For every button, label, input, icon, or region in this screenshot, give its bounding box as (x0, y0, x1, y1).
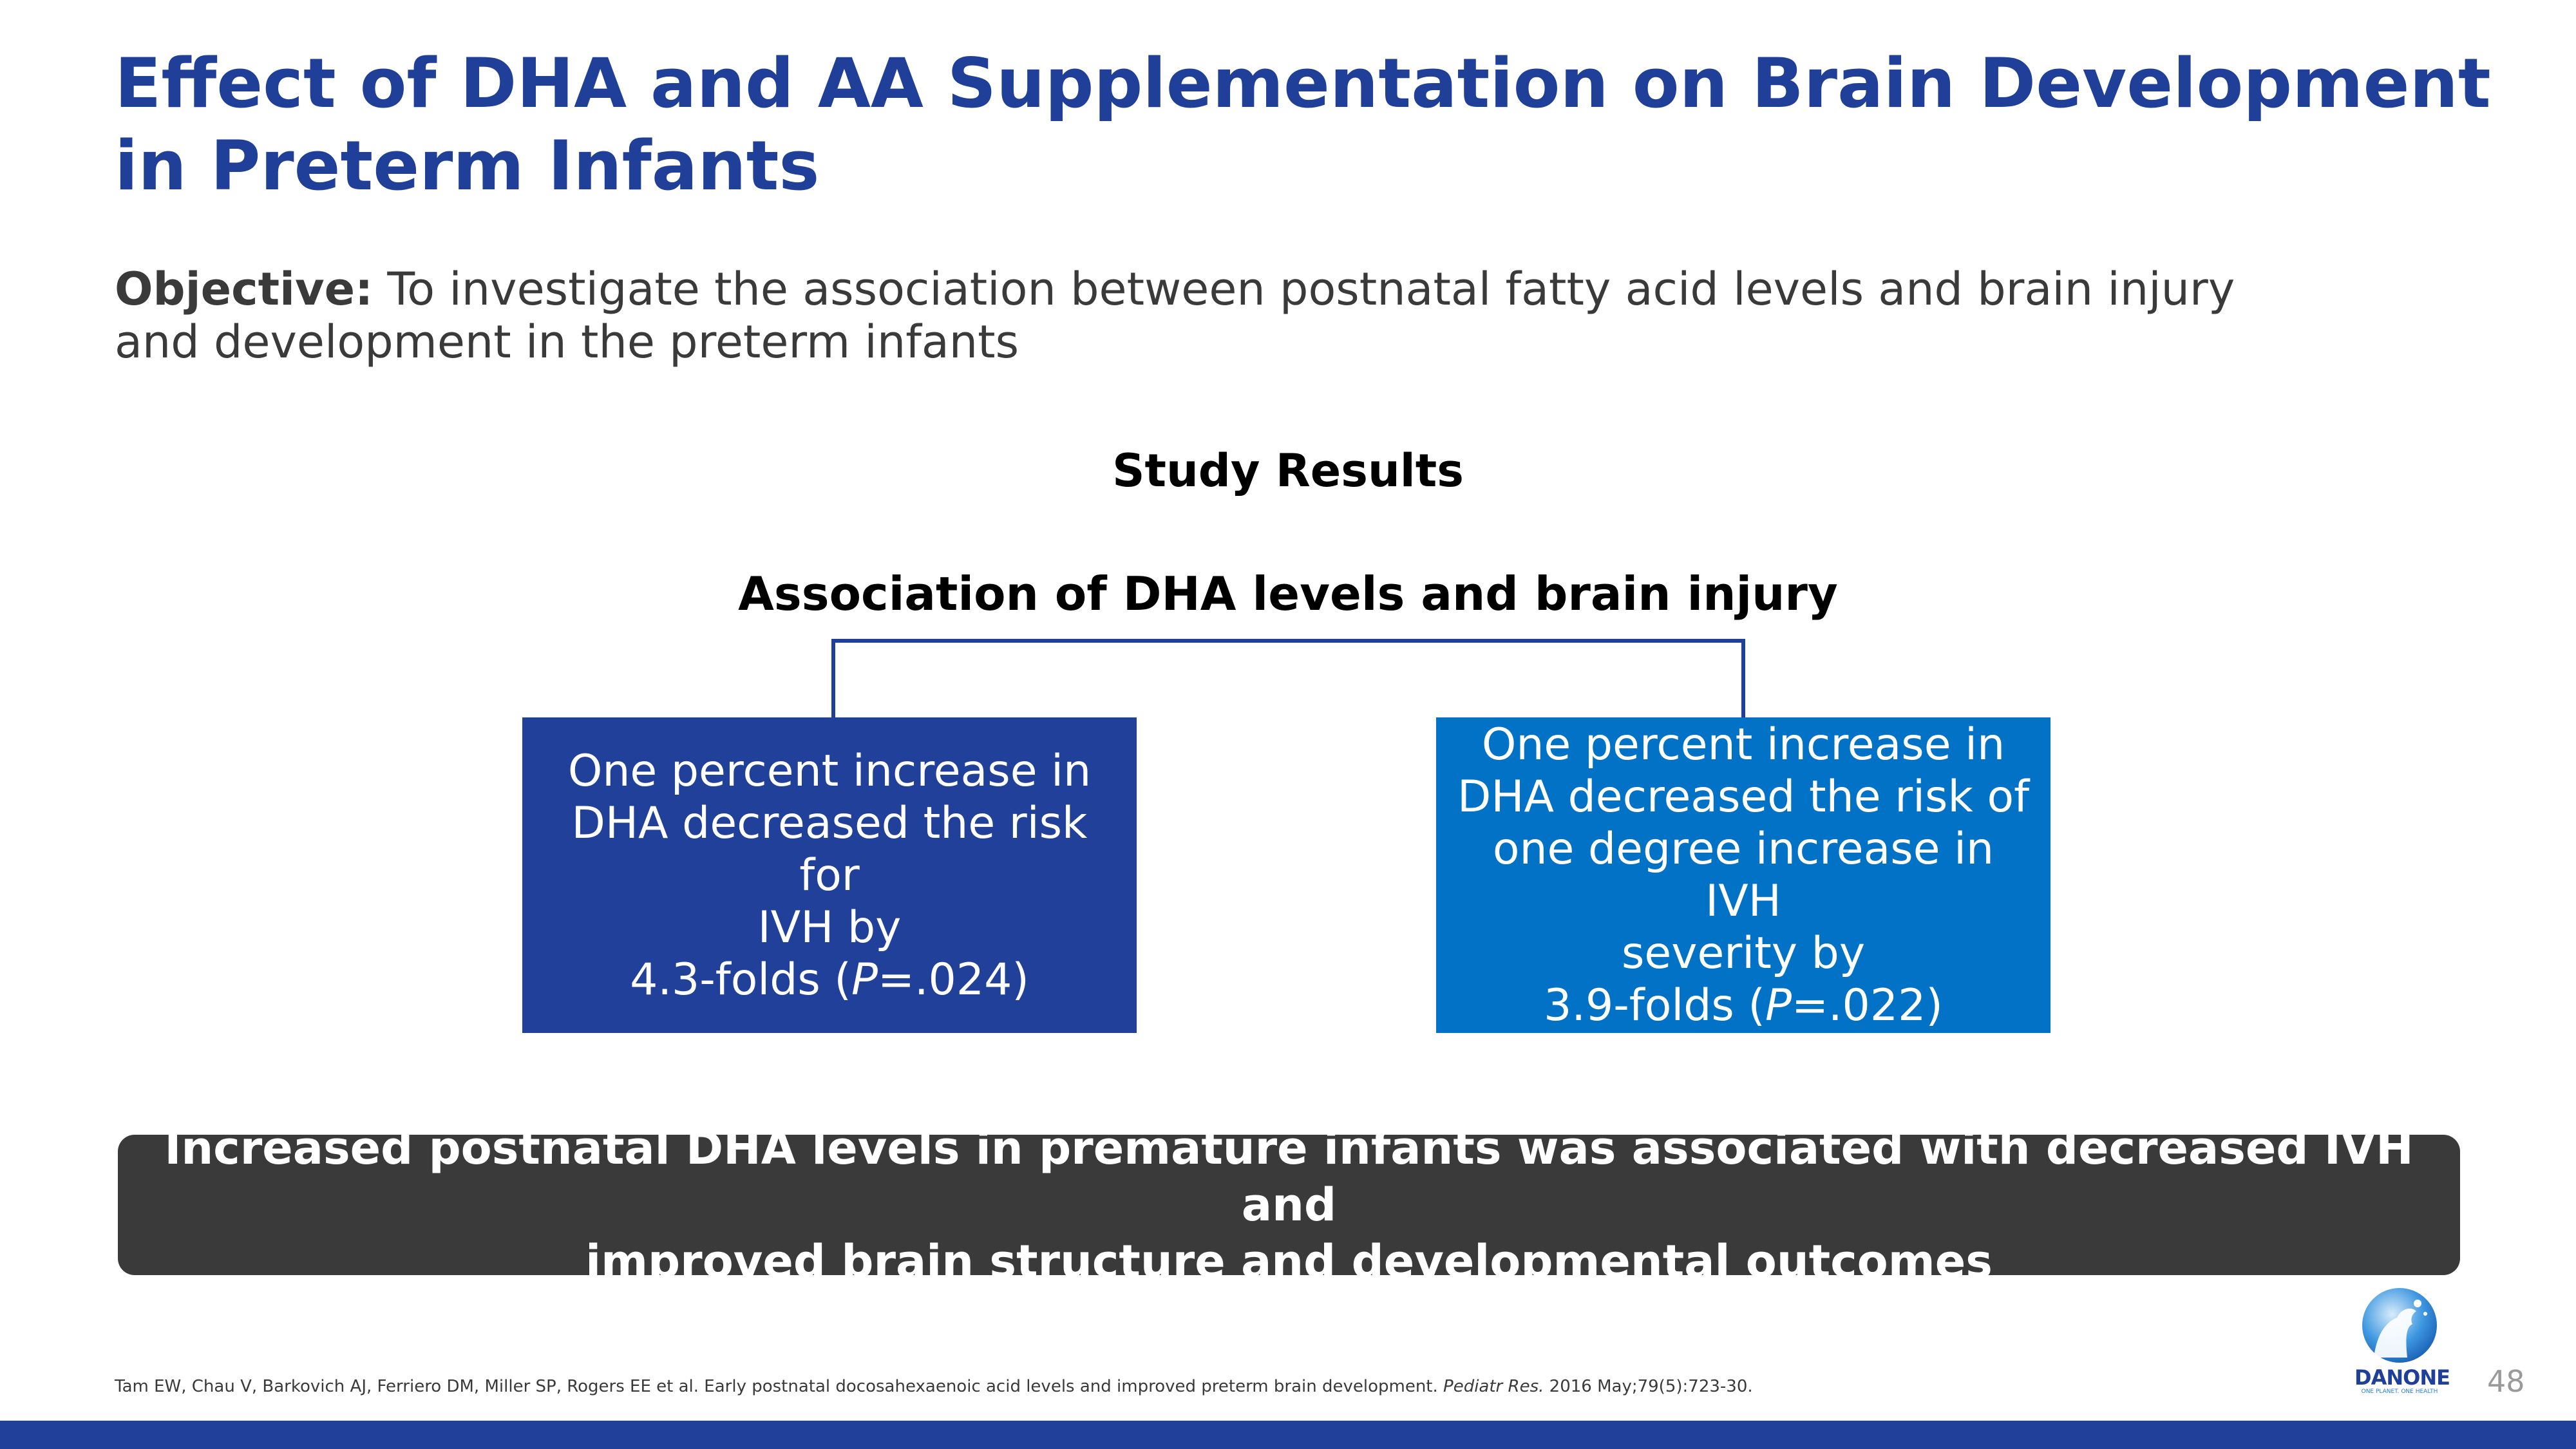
box-right-line-3: one degree increase in IVH (1492, 824, 1994, 927)
box-right-p-value: =.022) (1791, 980, 1943, 1031)
box-right-line-2: DHA decreased the risk of (1457, 772, 2030, 822)
box-right-line-4: severity by (1621, 928, 1866, 979)
box-right-line-1: One percent increase in (1481, 719, 2005, 770)
box-left-p-italic: P (851, 954, 878, 1005)
danone-logo: DANONE ONE PLANET. ONE HEALTH (2354, 1282, 2450, 1397)
reference-journal: Pediatr Res. (1443, 1377, 1544, 1396)
reference-citation: Tam EW, Chau V, Barkovich AJ, Ferriero D… (115, 1377, 2240, 1396)
objective-text: To investigate the association between p… (115, 263, 2235, 368)
conclusion-line-1: Increased postnatal DHA levels in premat… (164, 1122, 2414, 1231)
reference-volume: 2016 May;79(5):723-30. (1549, 1377, 1753, 1396)
slide-title: Effect of DHA and AA Supplementation on … (115, 44, 2491, 205)
box-left-p-value: =.024) (877, 954, 1029, 1005)
connector-bracket (831, 639, 1745, 719)
footer-bar (0, 1421, 2576, 1449)
diagram-title: Association of DHA levels and brain inju… (738, 567, 1838, 621)
box-left-line-4: 4.3-folds (P=.024) (542, 954, 1117, 1006)
page-number: 48 (2487, 1364, 2525, 1399)
box-right-line-5: 3.9-folds (P=.022) (1455, 980, 2031, 1032)
logo-wordmark: DANONE (2354, 1365, 2450, 1390)
logo-tagline: ONE PLANET. ONE HEALTH (2361, 1388, 2438, 1395)
box-right-p-italic: P (1765, 980, 1792, 1031)
section-heading: Study Results (1112, 444, 1464, 497)
result-box-ivh-risk: One percent increase in DHA decreased th… (522, 717, 1137, 1033)
result-box-ivh-severity: One percent increase in DHA decreased th… (1436, 717, 2050, 1033)
box-right-fold-text: 3.9-folds ( (1544, 980, 1765, 1031)
conclusion-banner: Increased postnatal DHA levels in premat… (118, 1122, 2460, 1288)
conclusion-line-2: improved brain structure and development… (585, 1235, 1993, 1288)
objective-paragraph: Objective: To investigate the associatio… (115, 263, 2304, 368)
objective-label: Objective: (115, 263, 374, 316)
box-left-fold-text: 4.3-folds ( (630, 954, 851, 1005)
box-left-line-1: One percent increase in (567, 745, 1092, 797)
box-left-line-2: DHA decreased the risk for (571, 797, 1088, 901)
danone-logo-icon (2362, 1288, 2437, 1363)
box-left-line-3: IVH by (757, 902, 902, 953)
reference-authors: Tam EW, Chau V, Barkovich AJ, Ferriero D… (115, 1377, 1438, 1396)
